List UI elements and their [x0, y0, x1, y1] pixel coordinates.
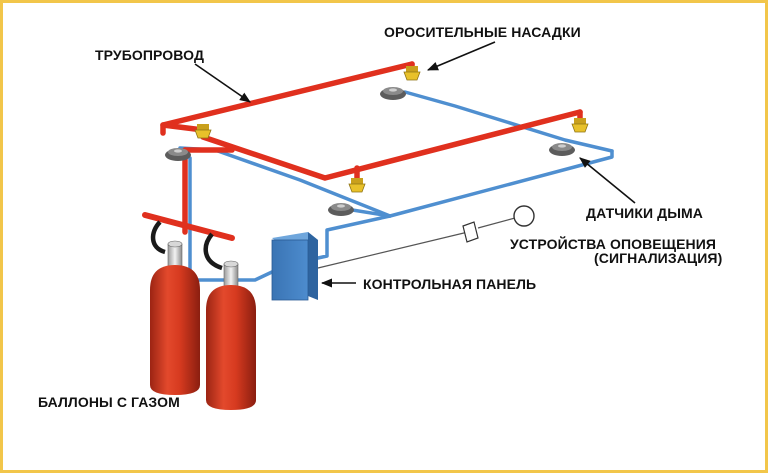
nozzle — [194, 124, 212, 139]
smoke-detectors — [165, 87, 575, 216]
pipeline-network — [160, 61, 583, 235]
nozzle — [571, 118, 589, 133]
spray-nozzles — [194, 66, 589, 193]
gas-cylinder — [206, 260, 256, 410]
arrow-smoke-detectors — [579, 157, 636, 204]
label-smoke-detectors: ДАТЧИКИ ДЫМА — [586, 205, 703, 221]
smoke-detector — [328, 203, 354, 216]
label-nozzles: ОРОСИТЕЛЬНЫЕ НАСАДКИ — [384, 24, 581, 40]
smoke-detector — [165, 148, 191, 161]
alarm-devices — [317, 205, 535, 269]
label-control-panel: КОНТРОЛЬНАЯ ПАНЕЛЬ — [363, 276, 537, 292]
smoke-detector — [380, 87, 406, 100]
leader-arrows — [194, 41, 636, 288]
gas-cylinders — [150, 240, 256, 410]
smoke-detector — [549, 143, 575, 156]
alarm-bell-icon — [513, 205, 535, 227]
label-alarm-line2: (СИГНАЛИЗАЦИЯ) — [594, 250, 723, 266]
label-alarm-line1: УСТРОЙСТВА ОПОВЕЩЕНИЯ — [510, 236, 717, 252]
arrow-pipeline — [194, 63, 251, 103]
nozzle — [403, 66, 421, 81]
control-panel — [271, 232, 318, 301]
label-pipeline: ТРУБОПРОВОД — [95, 47, 205, 63]
alarm-horn-icon — [462, 221, 479, 243]
arrow-nozzles — [426, 41, 496, 71]
nozzle — [348, 178, 366, 193]
label-gas-cylinders: БАЛЛОНЫ С ГАЗОМ — [38, 394, 180, 410]
gas-cylinder — [150, 240, 200, 395]
gas-manifold — [142, 212, 235, 271]
